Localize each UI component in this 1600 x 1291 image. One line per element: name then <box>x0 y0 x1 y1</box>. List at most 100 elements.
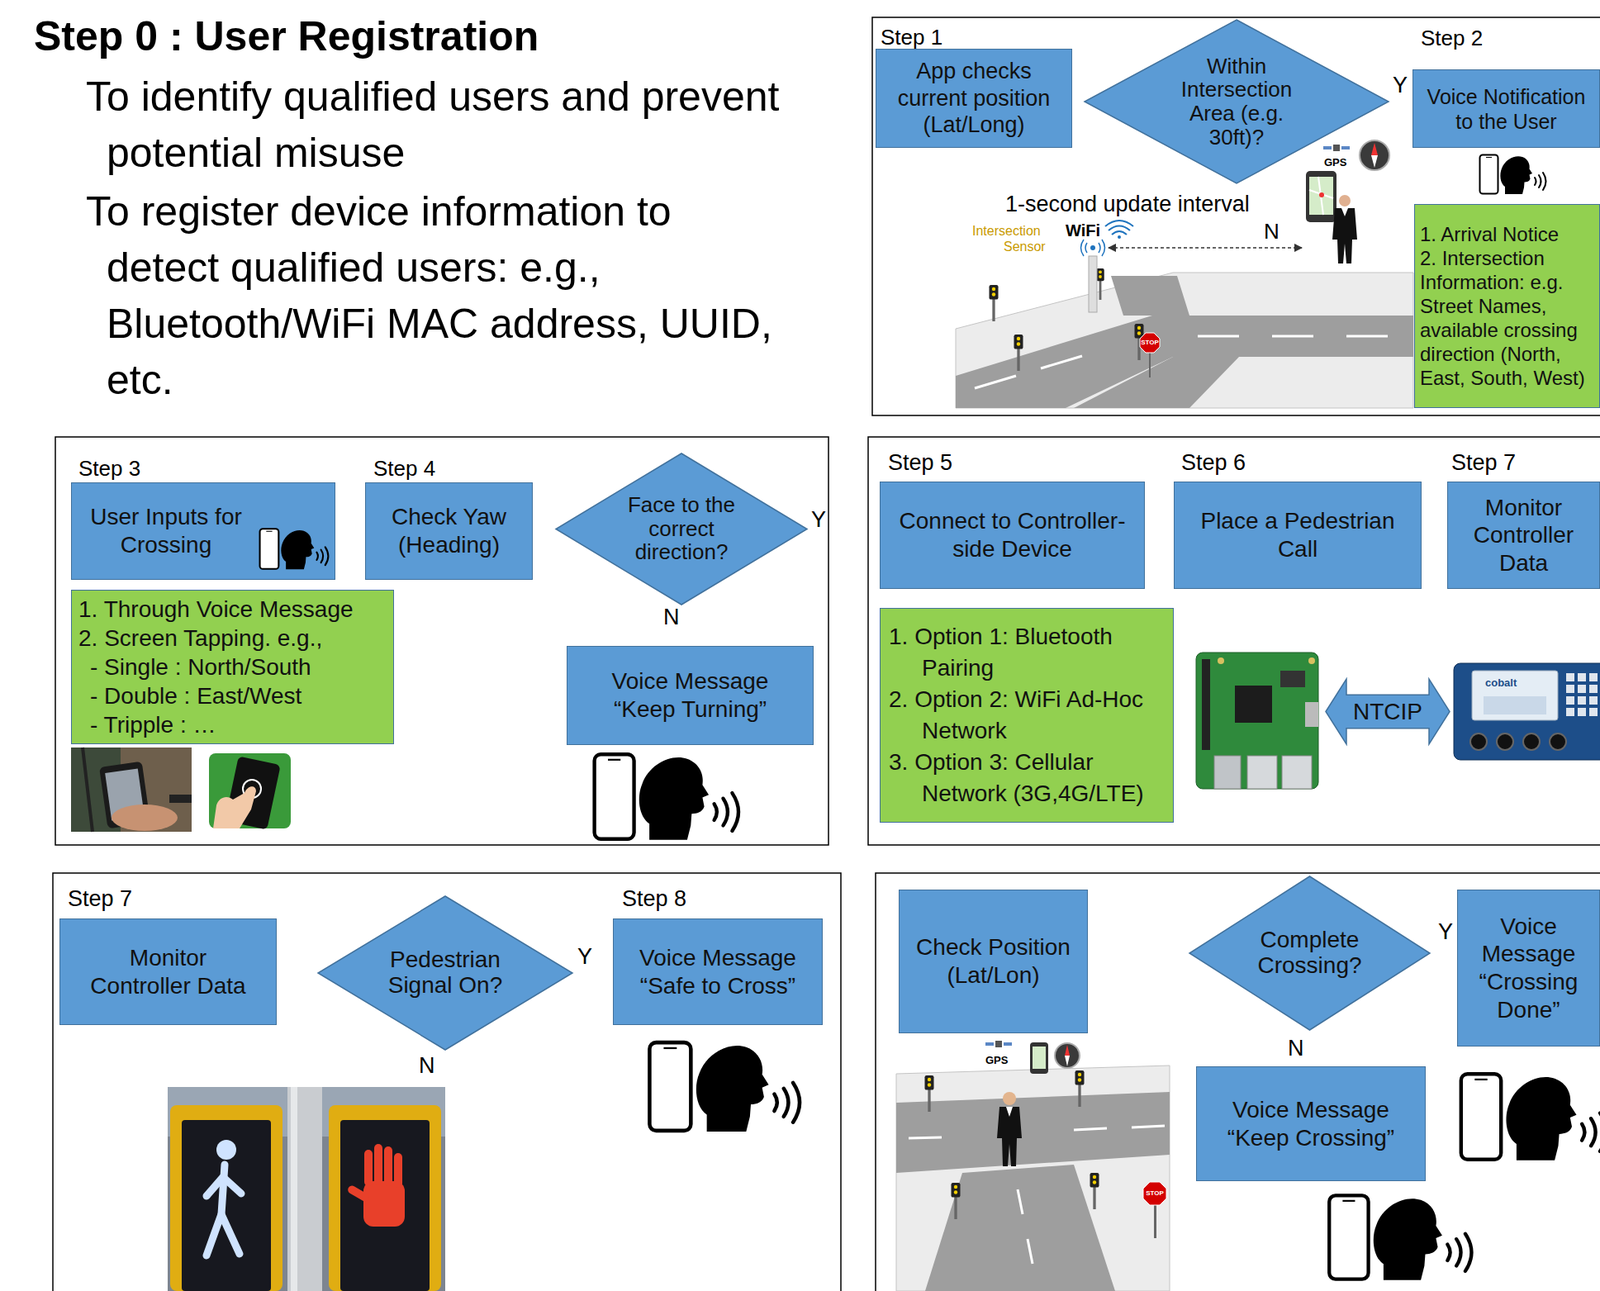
text-block: Connect to Controller-side Device <box>892 507 1133 563</box>
branch-label: Y <box>811 507 827 533</box>
step-label: Step 8 <box>621 886 687 912</box>
process-box: Voice Message “Keep Crossing” <box>1196 1066 1426 1182</box>
process-box: Voice Message “Keep Turning” <box>566 645 814 746</box>
process-box: Monitor Controller Data <box>1447 481 1600 589</box>
node-text: 3. Option 3: Cellular Network (3G,4G/LTE… <box>888 746 1168 810</box>
process-box: User Inputs for Crossing <box>71 482 336 580</box>
branch-label: Y <box>577 944 593 970</box>
page-title: Step 0 : User Registration <box>33 13 539 62</box>
node-text: Check Yaw (Heading) <box>372 503 526 559</box>
process-box: Voice Message “Safe to Cross” <box>612 918 823 1026</box>
text-block: Monitor Controller Data <box>79 944 257 1000</box>
phone-voice-icon <box>258 526 332 572</box>
text-block: Voice Message “Keep Turning” <box>591 667 790 723</box>
node-text: 1. Option 1: Bluetooth Pairing <box>888 621 1168 684</box>
panel-frames <box>52 17 1600 1291</box>
process-box: Connect to Controller-side Device <box>879 481 1145 589</box>
step-label: Step 2 <box>1420 26 1483 52</box>
node-text: Pedestrian Signal On? <box>383 947 508 999</box>
icon-label: GPS <box>1324 156 1347 170</box>
branch-label: N <box>1287 1035 1305 1062</box>
signal-controller <box>1453 663 1600 760</box>
text-block: Voice Message “Safe to Cross” <box>626 944 809 1000</box>
text-block: Voice Message “Keep Crossing” <box>1211 1096 1411 1152</box>
step-label: Step 6 <box>1181 450 1246 476</box>
pedestrian-signal-photo <box>167 1042 800 1291</box>
step-label: Step 7 <box>1451 450 1516 476</box>
diamond-outline <box>555 453 808 605</box>
diamond-outline <box>318 896 573 1050</box>
bullet-text: To register device information to detect… <box>106 183 784 409</box>
process-box: Place a Pedestrian Call <box>1173 481 1422 589</box>
node-text: Within Intersection Area (e.g. 30ft)? <box>1180 54 1293 149</box>
sign-label: STOP <box>1139 338 1160 347</box>
text-block: Pedestrian Signal On? <box>383 947 508 999</box>
node-text: App checks current position (Lat/Long) <box>883 57 1065 138</box>
process-box: Monitor Controller Data <box>59 918 277 1026</box>
logo-label: cobalt <box>1485 677 1517 690</box>
node-text: Connect to Controller-side Device <box>892 507 1133 563</box>
branch-label: N <box>663 604 680 631</box>
node-text: Place a Pedestrian Call <box>1190 507 1406 563</box>
panel-frame <box>872 17 1600 416</box>
node-text: 2. Screen Tapping. e.g., <box>78 623 389 653</box>
node-text: Voice Message “Crossing Done” <box>1475 912 1583 1024</box>
text-block: Within Intersection Area (e.g. 30ft)? <box>1180 54 1293 149</box>
double-arrow-shape <box>1325 678 1450 745</box>
node-text: Face to the correct direction? <box>621 493 742 565</box>
step-label: Step 1 <box>880 25 943 51</box>
raspberry-pi-board <box>1196 652 1319 789</box>
branch-label: N <box>418 1053 436 1079</box>
step-label: Step 3 <box>78 456 141 482</box>
process-box: Voice Notification to the User <box>1412 69 1600 148</box>
panel-frame <box>52 873 841 1291</box>
note-box: 1. Through Voice Message2. Screen Tappin… <box>71 589 395 745</box>
step-label: Step 5 <box>887 450 953 476</box>
step-label: Step 4 <box>373 456 436 482</box>
note-box: 1. Arrival Notice2. Intersection Informa… <box>1414 204 1600 409</box>
node-text: - Double : East/West <box>78 681 389 711</box>
icon-label: GPS <box>985 1054 1008 1068</box>
node-text: Voice Message “Keep Crossing” <box>1211 1096 1411 1152</box>
sensor-label: WiFi <box>1065 221 1101 241</box>
text-block: Check Yaw (Heading) <box>372 503 526 559</box>
text-block: Complete Crossing? <box>1253 927 1366 979</box>
node-text: Complete Crossing? <box>1253 927 1366 979</box>
text-block: 1. Through Voice Message2. Screen Tappin… <box>78 594 389 740</box>
text-block: App checks current position (Lat/Long) <box>883 57 1065 138</box>
text-block: 1. Option 1: Bluetooth Pairing2. Option … <box>888 621 1168 810</box>
node-text: Check Position (Lat/Lon) <box>906 933 1081 989</box>
panel-frame <box>875 873 1600 1291</box>
decision-diamond: Face to the correct direction? <box>555 452 808 606</box>
node-text: Voice Notification to the User <box>1416 84 1596 134</box>
sign-label: STOP <box>1144 1189 1165 1198</box>
note-label: 1-second update interval <box>1005 191 1250 218</box>
node-text: Voice Message “Keep Turning” <box>591 667 790 723</box>
process-box: Check Position (Lat/Lon) <box>898 889 1088 1034</box>
crossing-illustration <box>896 1040 1600 1291</box>
branch-label: N <box>1263 219 1280 245</box>
text-block: Voice Notification to the User <box>1416 84 1596 134</box>
text-block: Monitor Controller Data <box>1454 493 1593 578</box>
process-box: App checks current position (Lat/Long) <box>875 48 1073 148</box>
node-text: 1. Arrival Notice <box>1419 222 1595 247</box>
node-text: 2. Option 2: WiFi Ad-Hoc Network <box>888 683 1168 747</box>
diamond-outline <box>1084 19 1389 184</box>
protocol-arrow: NTCIP <box>1324 678 1451 746</box>
sensor-label: Sensor <box>1003 239 1046 255</box>
text-block: Face to the correct direction? <box>621 493 742 565</box>
decision-diamond: Within Intersection Area (e.g. 30ft)? <box>1083 18 1390 185</box>
decision-diamond: Complete Crossing? <box>1188 875 1431 1031</box>
text-block: Voice Message “Crossing Done” <box>1475 912 1583 1024</box>
text-block: User Inputs for Crossing <box>80 503 252 559</box>
sensor-label: Intersection <box>972 223 1041 239</box>
node-text: Voice Message “Safe to Cross” <box>626 944 809 1000</box>
process-box: Voice Message “Crossing Done” <box>1457 889 1600 1047</box>
diamond-outline <box>1189 876 1430 1031</box>
node-text: User Inputs for Crossing <box>80 503 252 559</box>
text-block: Place a Pedestrian Call <box>1190 507 1406 563</box>
panel-frame <box>868 436 1600 846</box>
node-text: - Single : North/South <box>78 652 389 682</box>
bullet-text: To identify qualified users and prevent … <box>106 68 784 181</box>
